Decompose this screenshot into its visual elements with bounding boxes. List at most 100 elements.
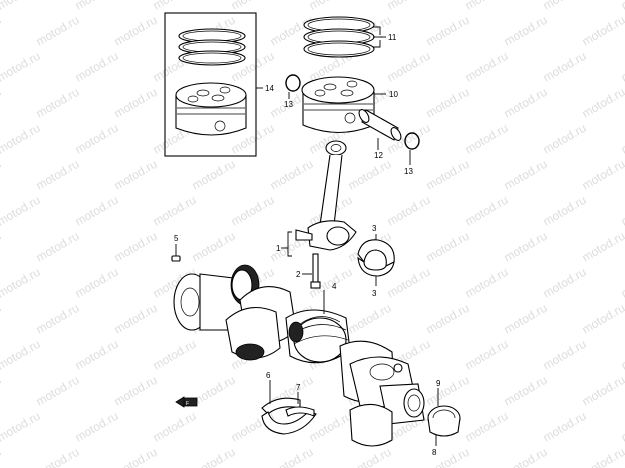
watermark-text: motod.ru — [0, 193, 43, 229]
watermark-text: motod.ru — [0, 49, 43, 85]
callout-11: 11 — [388, 33, 397, 42]
watermark-text: motod.ru — [34, 445, 82, 468]
watermark-text: motod.ru — [424, 157, 472, 193]
callout-6: 6 — [266, 371, 271, 380]
watermark-text: motod.ru — [34, 157, 82, 193]
watermark-text: motod.ru — [463, 0, 511, 13]
watermark-text: motod.ru — [541, 0, 589, 13]
watermark-text: motod.ru — [112, 13, 160, 49]
callout-10: 10 — [389, 90, 398, 99]
watermark-text: motod.ru — [385, 49, 433, 85]
watermark-text: motod.ru — [541, 265, 589, 301]
watermark-text: motod.ru — [580, 157, 625, 193]
callout-1: 1 — [276, 244, 281, 253]
callout-13-right: 13 — [404, 167, 413, 176]
watermark-text: motod.ru — [502, 373, 550, 409]
piston-set-box[interactable] — [164, 12, 263, 157]
watermark-text: motod.ru — [112, 229, 160, 265]
watermark-text: motod.ru — [346, 301, 394, 337]
watermark-text: motod.ru — [229, 0, 277, 13]
watermark-text: motod.ru — [73, 49, 121, 85]
piston-pin-circlip-right[interactable] — [404, 132, 420, 165]
watermark-text: motod.ru — [268, 157, 316, 193]
watermark-text: motod.ru — [541, 121, 589, 157]
watermark-text: motod.ru — [190, 445, 238, 468]
watermark-text: motod.ru — [112, 85, 160, 121]
connecting-rod-bolt[interactable] — [302, 253, 321, 289]
watermark-text: motod.ru — [580, 445, 625, 468]
watermark-text: motod.ru — [424, 301, 472, 337]
watermark-text: motod.ru — [151, 337, 199, 373]
front-arrow-icon: F — [175, 396, 198, 408]
crankshaft-dowel-pin[interactable] — [171, 244, 181, 262]
watermark-text: motod.ru — [424, 445, 472, 468]
crankpin-bearing[interactable] — [357, 234, 395, 286]
callout-13-left: 13 — [284, 100, 293, 109]
svg-text:F: F — [186, 401, 189, 407]
watermark-text: motod.ru — [619, 49, 625, 85]
watermark-text: motod.ru — [424, 13, 472, 49]
watermark-text: motod.ru — [385, 0, 433, 13]
watermark-text: motod.ru — [73, 337, 121, 373]
watermark-text: motod.ru — [463, 121, 511, 157]
watermark-text: motod.ru — [112, 373, 160, 409]
watermark-text: motod.ru — [0, 409, 43, 445]
piston-pin-circlip-left[interactable] — [285, 74, 301, 99]
watermark-text: motod.ru — [0, 0, 43, 13]
watermark-text: motod.ru — [580, 373, 625, 409]
watermark-text: motod.ru — [619, 193, 625, 229]
thrust-bearing[interactable] — [427, 388, 461, 446]
piston-pin[interactable] — [357, 108, 403, 150]
watermark-text: motod.ru — [502, 445, 550, 468]
watermark-text: motod.ru — [424, 373, 472, 409]
callout-4: 4 — [332, 282, 337, 291]
callout-7: 7 — [296, 383, 301, 392]
crankshaft[interactable] — [173, 264, 425, 447]
watermark-text: motod.ru — [73, 265, 121, 301]
watermark-text: motod.ru — [502, 229, 550, 265]
watermark-text: motod.ru — [502, 157, 550, 193]
watermark-text: motod.ru — [34, 85, 82, 121]
piston[interactable] — [301, 76, 386, 133]
watermark-text: motod.ru — [151, 0, 199, 13]
watermark-text: motod.ru — [0, 301, 4, 337]
watermark-text: motod.ru — [151, 193, 199, 229]
watermark-text: motod.ru — [541, 409, 589, 445]
callout-14: 14 — [265, 84, 274, 93]
watermark-text: motod.ru — [0, 265, 43, 301]
piston-rings[interactable] — [303, 16, 386, 58]
watermark-text: motod.ru — [619, 409, 625, 445]
watermark-text: motod.ru — [0, 445, 4, 468]
watermark-text: motod.ru — [502, 85, 550, 121]
callout-12: 12 — [374, 151, 383, 160]
callout-2: 2 — [296, 270, 301, 279]
crankshaft-main-bearing-lower[interactable] — [261, 392, 317, 435]
watermark-text: motod.ru — [346, 445, 394, 468]
watermark-text: motod.ru — [0, 229, 4, 265]
watermark-text: motod.ru — [463, 337, 511, 373]
watermark-text: motod.ru — [463, 49, 511, 85]
watermark-text: motod.ru — [502, 13, 550, 49]
watermark-text: motod.ru — [424, 85, 472, 121]
watermark-text: motod.ru — [73, 0, 121, 13]
watermark-text: motod.ru — [463, 409, 511, 445]
watermark-text: motod.ru — [0, 85, 4, 121]
watermark-text: motod.ru — [463, 265, 511, 301]
watermark-text: motod.ru — [73, 409, 121, 445]
watermark-text: motod.ru — [268, 13, 316, 49]
watermark-text: motod.ru — [0, 13, 4, 49]
watermark-text: motod.ru — [112, 445, 160, 468]
watermark-text: motod.ru — [190, 229, 238, 265]
callout-3-upper: 3 — [372, 224, 377, 233]
connecting-rod[interactable] — [281, 140, 357, 257]
watermark-text: motod.ru — [502, 301, 550, 337]
watermark-text: motod.ru — [0, 373, 4, 409]
callout-8: 8 — [432, 448, 437, 457]
watermark-text: motod.ru — [0, 157, 4, 193]
watermark-text: motod.ru — [268, 445, 316, 468]
watermark-text: motod.ru — [34, 373, 82, 409]
callout-5: 5 — [174, 234, 179, 243]
watermark-text: motod.ru — [541, 49, 589, 85]
watermark-text: motod.ru — [346, 157, 394, 193]
